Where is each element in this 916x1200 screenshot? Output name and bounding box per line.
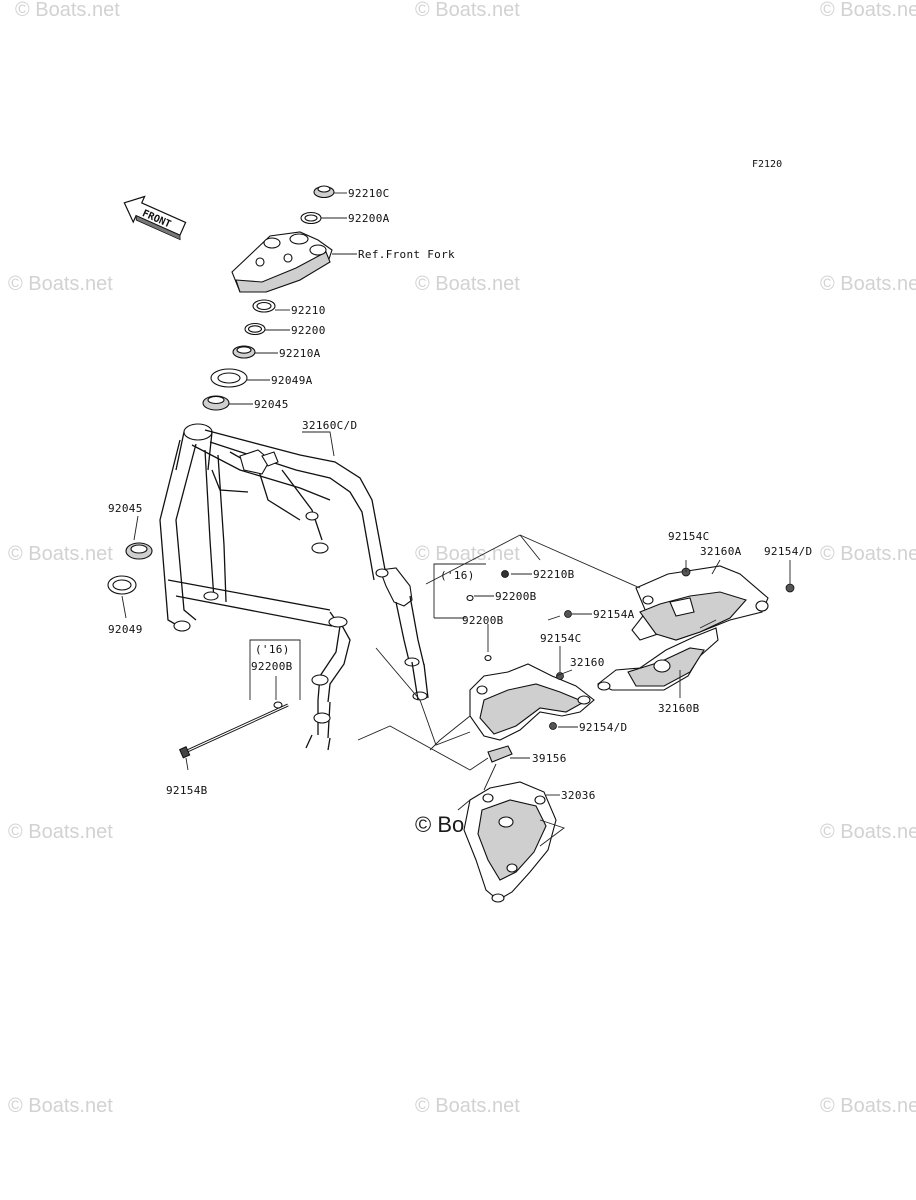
watermark: © Boats.net [415,273,520,295]
callout-92045-left: 92045 [108,502,143,515]
year-note: ('16) [255,643,290,656]
callout-92200B: 92200B [462,614,504,627]
year-note-box-right: ('16) [433,563,509,662]
left-seals [107,542,153,595]
watermark: © Boats.net [8,821,113,843]
callout-92210: 92210 [291,304,326,317]
diagram-code: F2120 [752,159,782,170]
watermark: © Boats.net [8,543,113,565]
callout-labels: 92210C 92200A Ref.Front Fork 92210 92200… [108,187,812,802]
callout-92154C: 92154C [540,632,582,645]
callout-32160B: 32160B [658,702,700,715]
watermark: © Boats.net [820,821,916,843]
callout-ref-front-fork: Ref.Front Fork [358,248,455,261]
watermark: © Boats.net [8,1095,113,1117]
assembly-lines [357,534,717,847]
watermark: © Boats.net [820,543,916,565]
callout-92045-top: 92045 [254,398,289,411]
callout-92210A: 92210A [279,347,321,360]
callout-92049: 92049 [108,623,143,636]
watermark: © Boats.net [415,543,520,565]
callout-92200B: 92200B [251,660,293,673]
watermark: © Boats.net [15,0,120,21]
callout-92154B: 92154B [166,784,208,797]
watermark: © Boats.net [415,0,520,21]
callout-92154-D: 92154/D [579,721,627,734]
callout-92200B: 92200B [495,590,537,603]
watermark: © Boats.net [415,1095,520,1117]
callout-92210B: 92210B [533,568,575,581]
callout-32160: 32160 [570,656,605,669]
watermark: © Boats.net [820,0,916,21]
leader-lines [121,192,791,796]
callout-32160A: 32160A [700,545,742,558]
watermark: © Boats.net [820,1095,916,1117]
callout-32160C-D: 32160C/D [302,419,357,432]
front-arrow-icon: FRONT [123,195,187,241]
year-note: ('16) [440,569,475,582]
year-note-box-left: ('16) [249,639,301,700]
callout-32036: 32036 [561,789,596,802]
callout-92210C: 92210C [348,187,390,200]
callout-92154-D: 92154/D [764,545,812,558]
callout-92200A: 92200A [348,212,390,225]
callout-92049A: 92049A [271,374,313,387]
steering-stem-parts [202,185,335,411]
callout-92200: 92200 [291,324,326,337]
callout-92154A: 92154A [593,608,635,621]
watermark: © Boats.net [8,273,113,295]
rear-brackets [463,565,795,903]
main-frame [159,423,429,759]
callout-92154C: 92154C [668,530,710,543]
watermark: © Boats.net [820,273,916,295]
callout-39156: 39156 [532,752,567,765]
